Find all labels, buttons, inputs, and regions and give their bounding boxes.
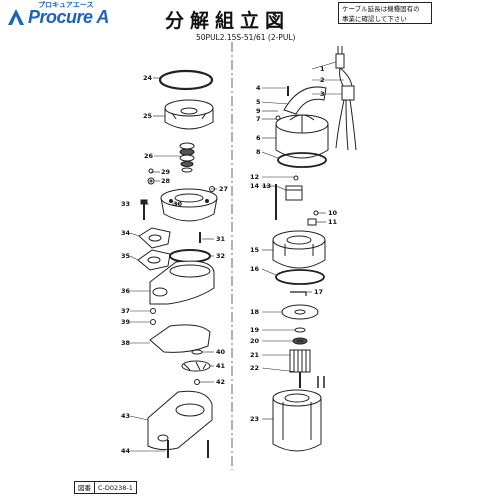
label-41: 41 bbox=[216, 362, 226, 370]
part-28-bolt bbox=[147, 177, 155, 185]
label-8: 8 bbox=[256, 148, 261, 156]
part-39-nut bbox=[150, 319, 156, 325]
part-10-screw bbox=[313, 210, 319, 216]
label-42: 42 bbox=[216, 378, 225, 386]
part-18-bearing-bracket bbox=[281, 304, 319, 320]
part-36-pump-casing bbox=[149, 260, 215, 305]
part-32-o-ring bbox=[169, 249, 211, 263]
label-11: 11 bbox=[328, 218, 338, 226]
drawing-number-value: C-D0238-1 bbox=[98, 484, 133, 492]
label-44: 44 bbox=[121, 447, 131, 455]
notice-line-2: 事業に確認して下さい bbox=[342, 15, 407, 23]
part-44-bolts bbox=[167, 440, 209, 458]
part-15-motor-frame bbox=[272, 230, 326, 269]
part-6-motor-cover bbox=[275, 114, 329, 159]
brand-mark-icon bbox=[8, 9, 24, 25]
label-23: 23 bbox=[250, 415, 259, 423]
brand-katakana: プロキュアエース bbox=[38, 1, 94, 9]
label-34: 34 bbox=[121, 229, 131, 237]
brand-logo: プロキュアエース Procure A bbox=[0, 0, 158, 30]
part-17-cable-clip bbox=[290, 291, 307, 296]
label-15: 15 bbox=[250, 246, 260, 254]
label-30: 30 bbox=[173, 200, 183, 208]
part-40-washer bbox=[191, 349, 203, 355]
label-9: 9 bbox=[256, 107, 261, 115]
label-13: 13 bbox=[262, 182, 271, 190]
part-3-cable-bush bbox=[335, 85, 357, 151]
logo-background bbox=[4, 6, 154, 28]
part-23-stator bbox=[272, 376, 325, 452]
part-13-capacitor bbox=[285, 185, 303, 201]
label-29: 29 bbox=[161, 168, 171, 176]
label-20: 20 bbox=[250, 337, 260, 345]
label-38: 38 bbox=[121, 339, 131, 347]
part-26-seal-set bbox=[179, 142, 195, 173]
label-5: 5 bbox=[256, 98, 261, 106]
label-12: 12 bbox=[250, 173, 259, 181]
label-24: 24 bbox=[143, 74, 153, 82]
part-30-intermediate-casing bbox=[160, 188, 218, 222]
label-22: 22 bbox=[250, 364, 259, 372]
part-19-spring-washer bbox=[294, 327, 306, 333]
part-34-flange bbox=[138, 227, 171, 249]
part-24-o-ring bbox=[158, 69, 214, 91]
label-43: 43 bbox=[121, 412, 130, 420]
drawing-number-label: 図番 bbox=[75, 482, 95, 493]
part-16-o-ring bbox=[275, 269, 325, 285]
label-39: 39 bbox=[121, 318, 131, 326]
label-19: 19 bbox=[250, 326, 260, 334]
label-18: 18 bbox=[250, 308, 260, 316]
label-7: 7 bbox=[256, 115, 261, 123]
label-35: 35 bbox=[121, 252, 131, 260]
part-20-bearing bbox=[292, 337, 308, 345]
part-29-washer bbox=[148, 168, 154, 174]
label-37: 37 bbox=[121, 307, 130, 315]
part-21-rotor bbox=[289, 349, 311, 373]
part-41-impeller bbox=[181, 360, 211, 372]
part-8-o-ring bbox=[277, 152, 327, 168]
part-11-bush bbox=[307, 218, 317, 226]
notice-line-1: ケーブル延長は機種固有の bbox=[342, 5, 420, 13]
label-32: 32 bbox=[216, 252, 225, 260]
label-6: 6 bbox=[256, 134, 261, 142]
label-2: 2 bbox=[320, 76, 325, 84]
label-1: 1 bbox=[320, 65, 325, 73]
part-43-suction-cover bbox=[147, 390, 213, 451]
part-33-bolt bbox=[140, 199, 148, 220]
part-35-gasket bbox=[137, 249, 171, 271]
label-21: 21 bbox=[250, 351, 260, 359]
label-4: 4 bbox=[256, 84, 261, 92]
part-42-key bbox=[194, 379, 200, 385]
label-16: 16 bbox=[250, 265, 260, 273]
label-25: 25 bbox=[143, 112, 153, 120]
label-31: 31 bbox=[216, 235, 226, 243]
label-36: 36 bbox=[121, 287, 131, 295]
label-10: 10 bbox=[328, 209, 338, 217]
drawing-number-box: 図番 C-D0238-1 bbox=[74, 481, 137, 494]
label-3: 3 bbox=[320, 90, 325, 98]
label-14: 14 bbox=[250, 182, 260, 190]
label-27: 27 bbox=[219, 185, 228, 193]
part-37-plug bbox=[150, 308, 156, 314]
brand-name: Procure A bbox=[28, 7, 109, 27]
page-title: 分解組立図 bbox=[165, 10, 291, 32]
part-12-nut bbox=[293, 175, 299, 181]
label-28: 28 bbox=[161, 177, 171, 185]
label-17: 17 bbox=[314, 288, 323, 296]
part-2-earth-lead bbox=[339, 67, 353, 87]
notice-box: ケーブル延長は機種固有の 事業に確認して下さい bbox=[338, 2, 432, 24]
label-26: 26 bbox=[144, 152, 154, 160]
part-25-bearing-housing bbox=[164, 99, 214, 130]
part-38-gasket bbox=[149, 324, 211, 353]
model-number: 50PUL2.15S-51/61 (2-PUL) bbox=[196, 33, 296, 42]
part-1-cable-plug bbox=[335, 46, 347, 91]
label-33: 33 bbox=[121, 200, 130, 208]
label-40: 40 bbox=[216, 348, 226, 356]
